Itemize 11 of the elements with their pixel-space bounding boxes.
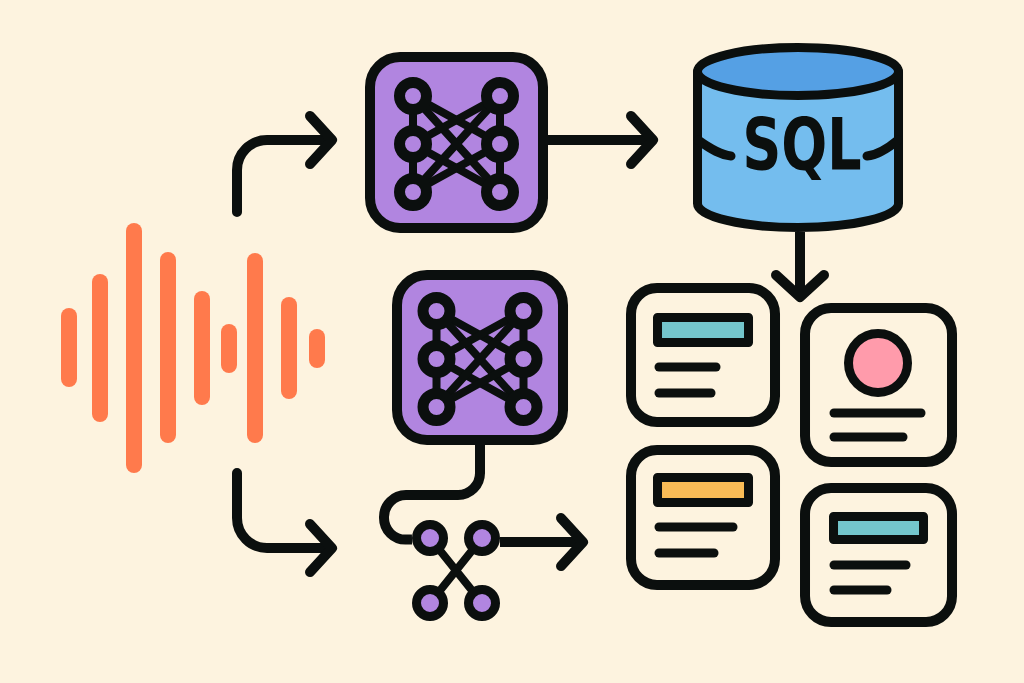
neural-network-icon — [392, 270, 568, 445]
database-cylinder: SQL — [693, 43, 903, 232]
arrow — [548, 111, 658, 169]
sound-wave — [61, 223, 325, 473]
profile-card — [800, 303, 957, 467]
document-card — [800, 483, 957, 627]
node-graph-icon — [412, 520, 500, 621]
document-card — [626, 445, 780, 590]
neural-network-icon — [365, 52, 548, 233]
document-card — [626, 283, 780, 427]
connector-line — [379, 445, 485, 545]
